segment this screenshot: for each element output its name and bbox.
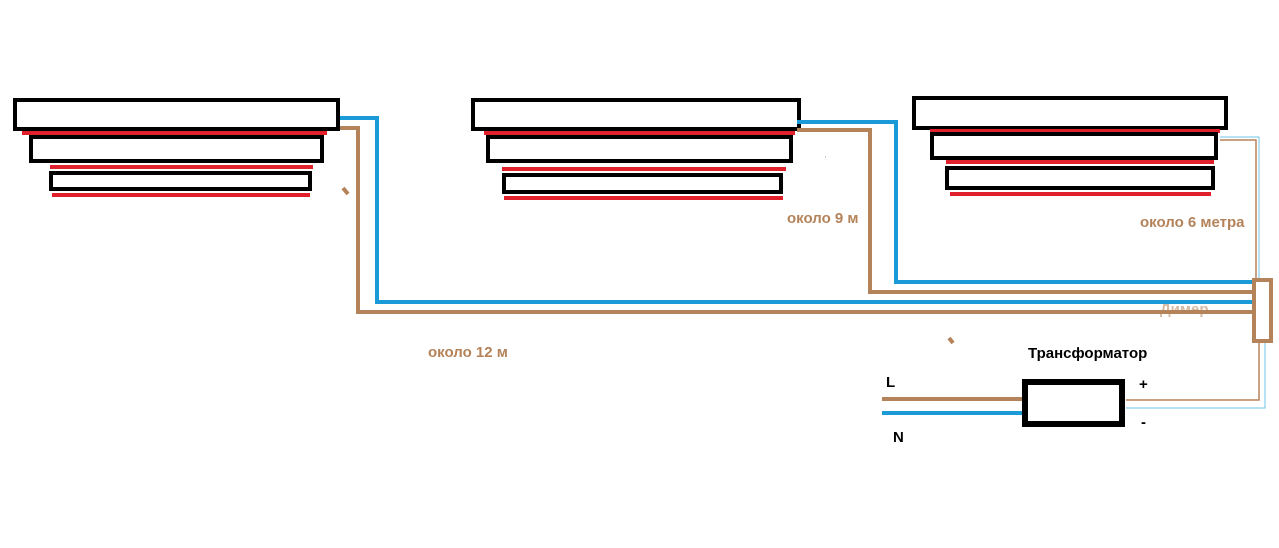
- fixture-3-middle-tier: [930, 132, 1218, 160]
- fixture-2-top-tier: [471, 98, 801, 131]
- wire-dimmer-to-transformer-positive: [1126, 343, 1260, 401]
- wire-positive-fixture-1: [340, 126, 1256, 314]
- wire-dimmer-to-transformer-negative: [1126, 343, 1266, 409]
- wire-negative-fixture-2: [797, 120, 1256, 284]
- transformer-box: [1022, 379, 1125, 427]
- fixture-3-top-tier: [912, 96, 1228, 130]
- wire-negative-fixture-3: [1220, 136, 1260, 280]
- transformer-label: Трансформатор: [1028, 345, 1147, 362]
- wire-stub-mark: [341, 186, 350, 196]
- wire-positive-fixture-2: [797, 128, 1256, 294]
- fixture-3-bottom-tier: [945, 166, 1215, 190]
- distance-label-9m: около 9 м: [787, 210, 859, 227]
- stray-mark: [947, 336, 955, 345]
- phase-L-label: L: [886, 374, 895, 391]
- fixture-1-bottom-tier: [49, 171, 312, 191]
- fixture-2-middle-tier: [486, 135, 793, 163]
- neutral-N-label: N: [893, 429, 904, 446]
- wire-negative-fixture-1: [340, 116, 1256, 304]
- ceiling-light-3: [912, 96, 1228, 196]
- dimmer-box: [1252, 278, 1273, 343]
- plus-label: +: [1139, 376, 1148, 393]
- fixture-1-top-tier: [13, 98, 340, 131]
- fixture-2-bottom-tier: [502, 173, 783, 194]
- ceiling-light-2: [471, 98, 801, 200]
- minus-label: -: [1141, 414, 1146, 431]
- wire-positive-fixture-3: [1220, 139, 1257, 280]
- ceiling-light-1: [13, 98, 340, 197]
- dimmer-label: Димер: [1160, 301, 1209, 318]
- fixture-1-middle-tier: [29, 135, 324, 163]
- distance-label-12m: около 12 м: [428, 344, 508, 361]
- distance-label-6m: около 6 метра: [1140, 214, 1245, 231]
